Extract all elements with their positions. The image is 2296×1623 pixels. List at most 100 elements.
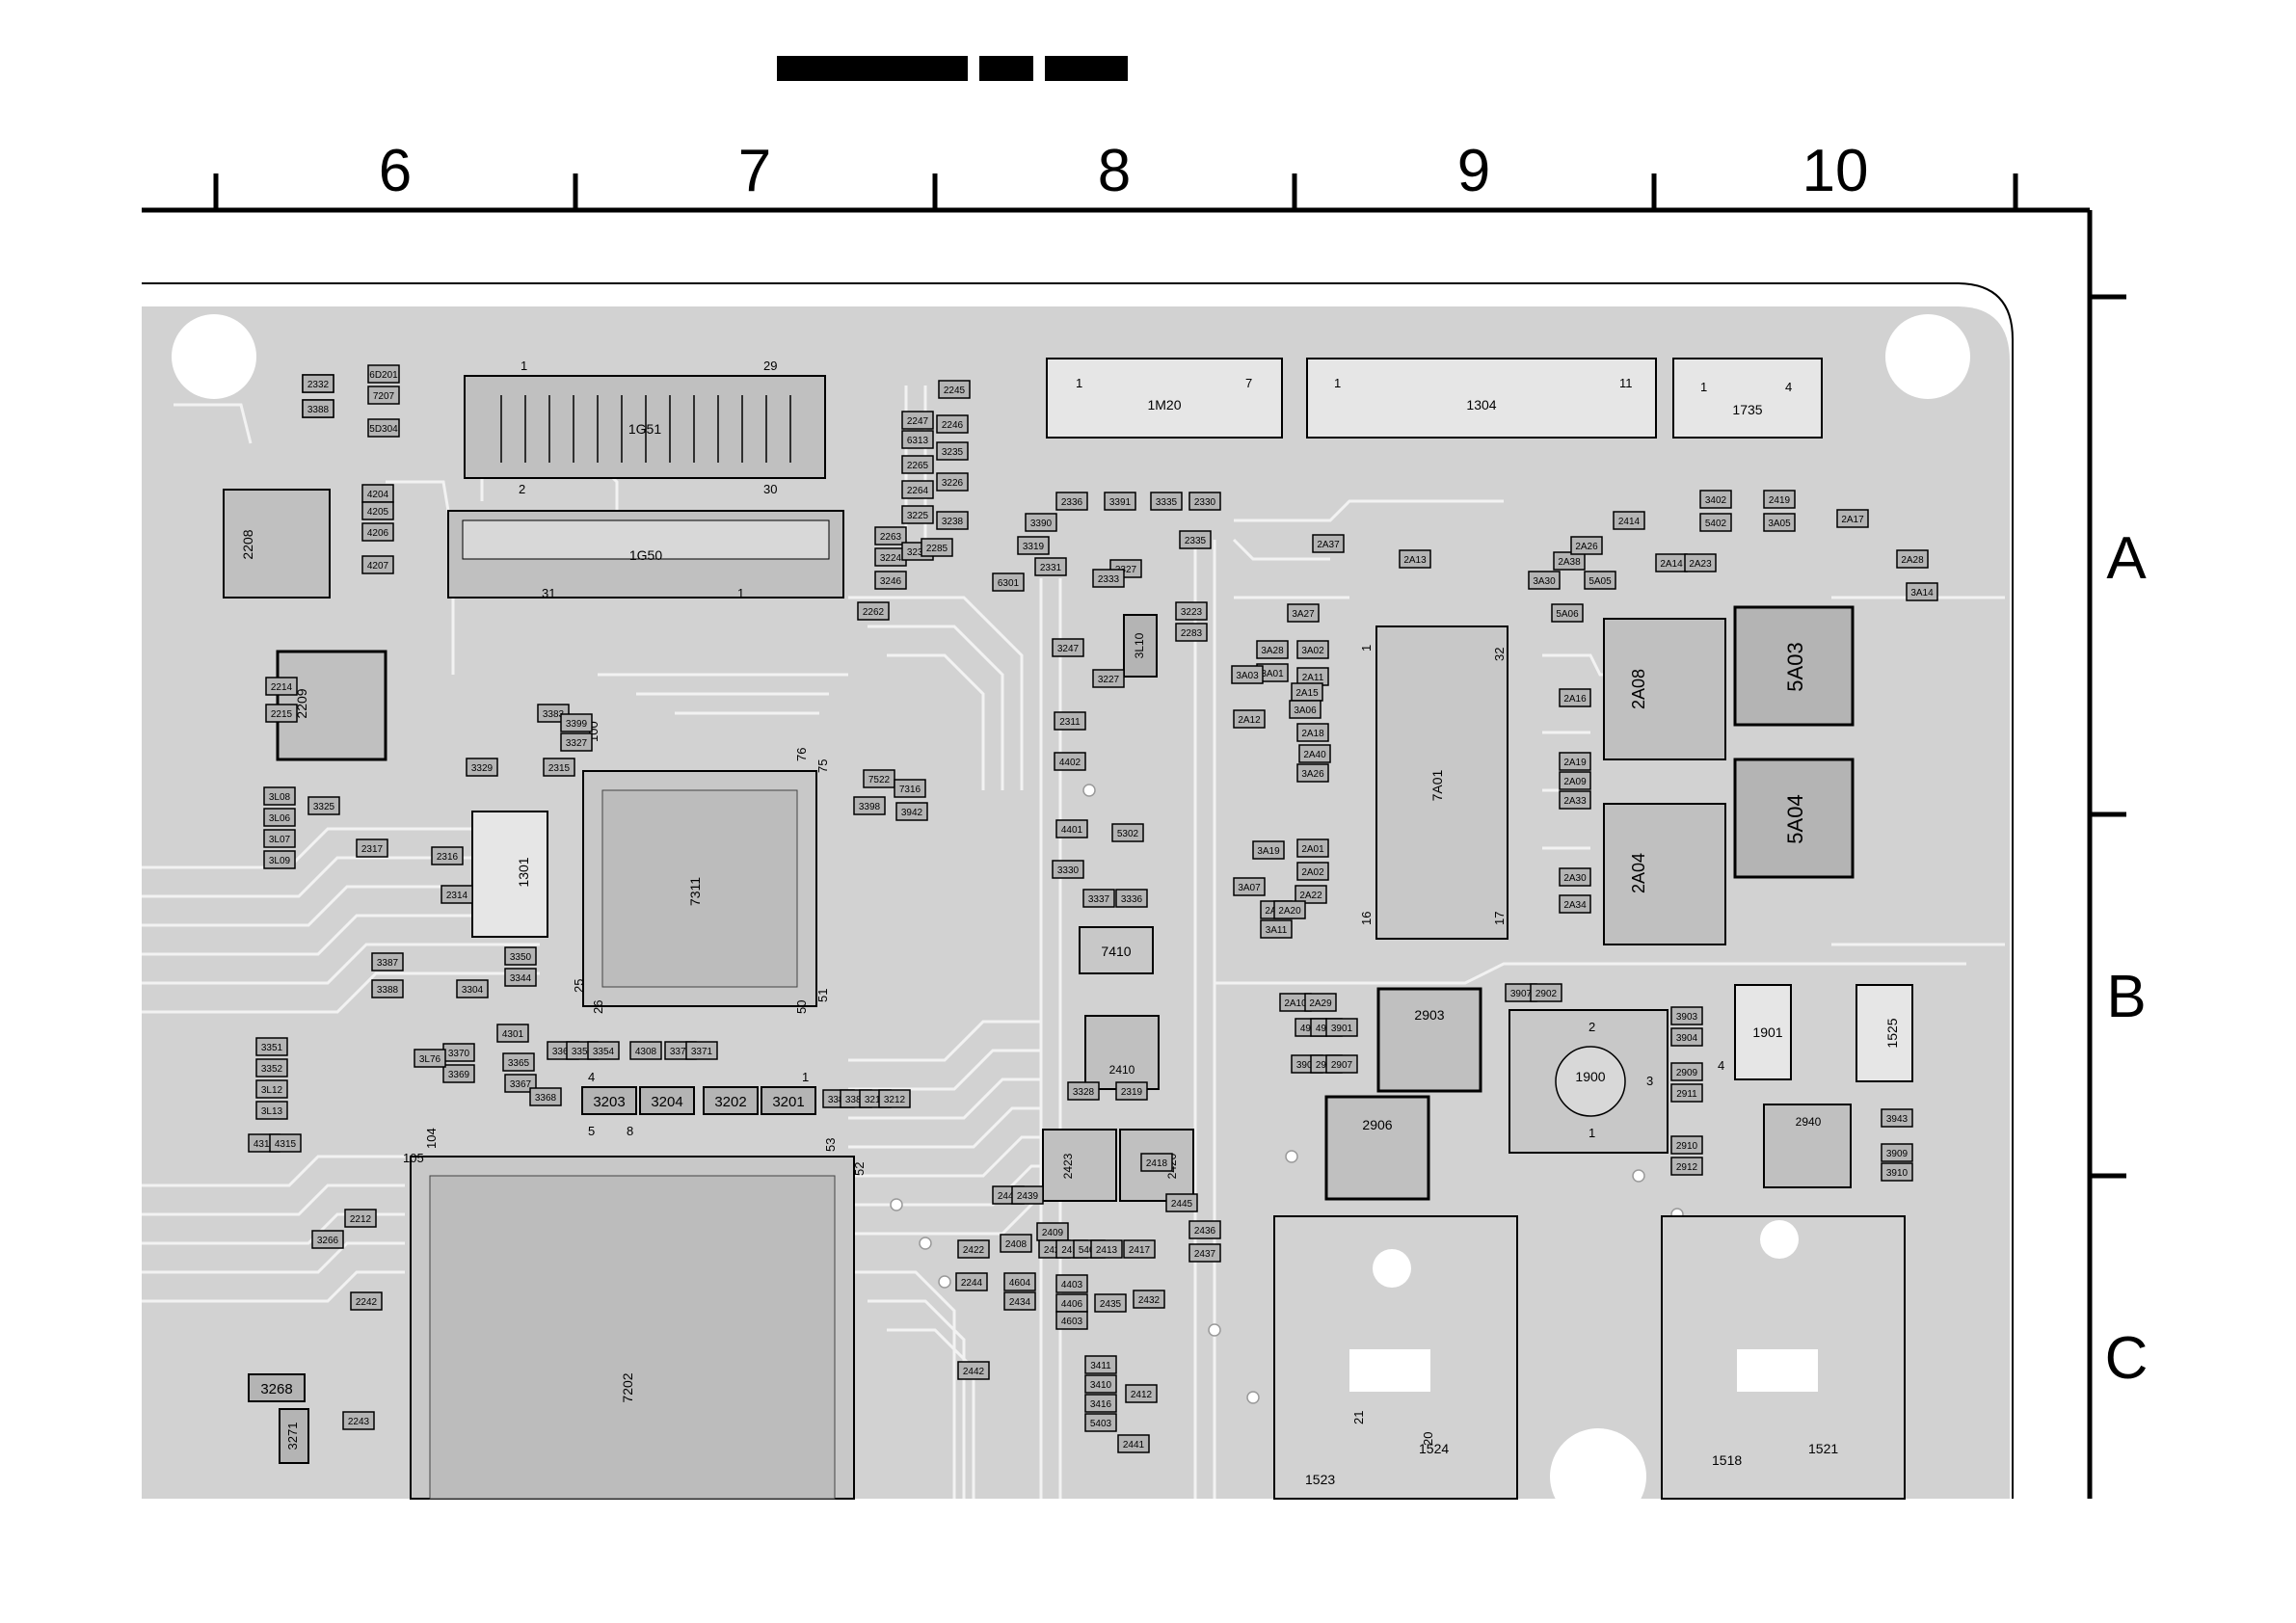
component-label: 3416 <box>1090 1399 1112 1410</box>
connector-1g50-pin-start: 31 <box>542 586 555 600</box>
component-pad <box>1298 744 1331 763</box>
component-label: 2A16 <box>1563 694 1587 705</box>
inductor-5a04-label: 5A04 <box>1783 794 1807 843</box>
grid-column-7: 7 <box>738 138 771 204</box>
chip-7311-pin-75: 75 <box>815 759 830 773</box>
component-label: 4315 <box>275 1139 297 1150</box>
component-pad <box>255 1058 288 1078</box>
connector-1735-pin-start: 1 <box>1700 380 1707 394</box>
component-label: 3352 <box>261 1064 283 1075</box>
component-label: 2247 <box>907 416 929 427</box>
component-label: 5D304 <box>369 424 398 435</box>
pcb-traces <box>142 386 2005 1499</box>
component-pad <box>1699 513 1732 532</box>
chip-7311-pin-26: 26 <box>591 1000 605 1014</box>
component-pad <box>1304 993 1337 1012</box>
component-label: 2A34 <box>1563 900 1587 911</box>
component-pad <box>938 380 971 399</box>
component-pad <box>265 677 298 696</box>
connector-1m20: 1M20 1 7 <box>1046 358 1283 439</box>
component-pad <box>936 441 969 461</box>
component-label: 2214 <box>271 682 293 693</box>
component-label: 2421 <box>1044 1245 1066 1256</box>
component-label: 2A37 <box>1317 540 1340 550</box>
chip-1900-pin-3: 3 <box>1646 1074 1653 1088</box>
component-pad <box>431 846 464 865</box>
connector-1524-pin: 20 <box>1421 1432 1435 1446</box>
component-label: 3367 <box>510 1079 532 1090</box>
component-pad <box>1559 688 1591 707</box>
component-label: 3907 <box>1510 989 1533 999</box>
component-pad <box>1296 862 1329 881</box>
component-pad <box>502 1052 535 1072</box>
component-pad <box>1699 490 1732 509</box>
component-label: 2262 <box>863 607 885 618</box>
connector-1523-pin: 21 <box>1351 1411 1366 1424</box>
capacitor-2208: 2208 <box>223 489 331 599</box>
component-pad <box>1252 840 1285 860</box>
component-label: 3402 <box>1705 495 1727 506</box>
component-label: 2A30 <box>1563 873 1587 884</box>
component-label: 2A33 <box>1563 796 1587 807</box>
resistor-array-3268: 3268 <box>260 1381 292 1397</box>
capacitor-2423-label: 2423 <box>1061 1153 1075 1179</box>
component-label: 4204 <box>367 490 389 500</box>
component-label: 2A40 <box>1303 750 1326 760</box>
resistor-array-3204: 3204 <box>651 1094 682 1110</box>
mounting-hole-left <box>172 314 256 399</box>
component-label: 2316 <box>437 852 459 863</box>
connector-1304-pin-start: 1 <box>1334 376 1341 390</box>
component-pad <box>1052 860 1084 879</box>
component-label: 2412 <box>1131 1390 1153 1400</box>
component-label: 3903 <box>1676 1012 1698 1023</box>
component-label: 2A09 <box>1563 777 1587 787</box>
component-label: 4206 <box>367 528 389 539</box>
component-label: 2417 <box>1129 1245 1151 1256</box>
component-pad <box>921 538 953 557</box>
component-pad <box>1528 571 1561 590</box>
component-label: 3226 <box>942 478 964 489</box>
component-label: 4314 <box>254 1139 276 1150</box>
chip-7a01: 7A01 1 32 16 17 <box>1359 625 1508 940</box>
small-component-labels: 3213321672076D2015D304420442054206420722… <box>248 364 1938 1453</box>
component-pad <box>350 1291 383 1311</box>
chip-7202-pin-53: 53 <box>823 1138 838 1152</box>
capacitor-2410: 2410 <box>1084 1015 1160 1090</box>
component-label: 3A26 <box>1301 769 1324 780</box>
connector-1m20-pin-end: 7 <box>1245 376 1252 390</box>
component-label: 4406 <box>1061 1299 1083 1310</box>
component-pad <box>853 796 886 815</box>
capacitor-2903-label: 2903 <box>1414 1007 1444 1023</box>
component-label: 3A06 <box>1294 705 1317 716</box>
component-label: 3L13 <box>261 1106 283 1117</box>
component-label: 3238 <box>942 517 964 527</box>
component-pad <box>504 968 537 987</box>
component-pad <box>344 1209 377 1228</box>
component-pad <box>1559 790 1591 810</box>
component-label: 3337 <box>1088 894 1110 905</box>
component-label: 2215 <box>271 709 293 720</box>
component-label: 2A18 <box>1301 729 1324 739</box>
component-label: 3246 <box>880 576 902 587</box>
component-pad <box>1055 1274 1088 1293</box>
component-pad <box>874 571 907 590</box>
connector-1g51-pin-low-end: 30 <box>763 482 777 496</box>
component-label: 2432 <box>1138 1295 1161 1306</box>
component-label: 2A10 <box>1284 998 1307 1009</box>
component-label: 3A30 <box>1533 576 1556 587</box>
chip-7202-pin-52: 52 <box>852 1162 867 1176</box>
component-pad <box>1067 1081 1100 1101</box>
connector-1301-label: 1301 <box>516 857 531 887</box>
component-pad <box>1296 723 1329 742</box>
component-label: 2A12 <box>1238 715 1261 726</box>
component-label: 7522 <box>868 775 891 785</box>
chip-7a01-pin-16: 16 <box>1359 912 1374 925</box>
component-label: 3390 <box>1030 519 1053 529</box>
component-pad <box>1559 894 1591 914</box>
component-pad <box>371 952 404 971</box>
component-label: 5A05 <box>1589 576 1612 587</box>
component-pad <box>255 1037 288 1056</box>
component-pad <box>901 411 934 430</box>
component-label: 3212 <box>884 1095 906 1105</box>
component-pad <box>1399 549 1431 569</box>
